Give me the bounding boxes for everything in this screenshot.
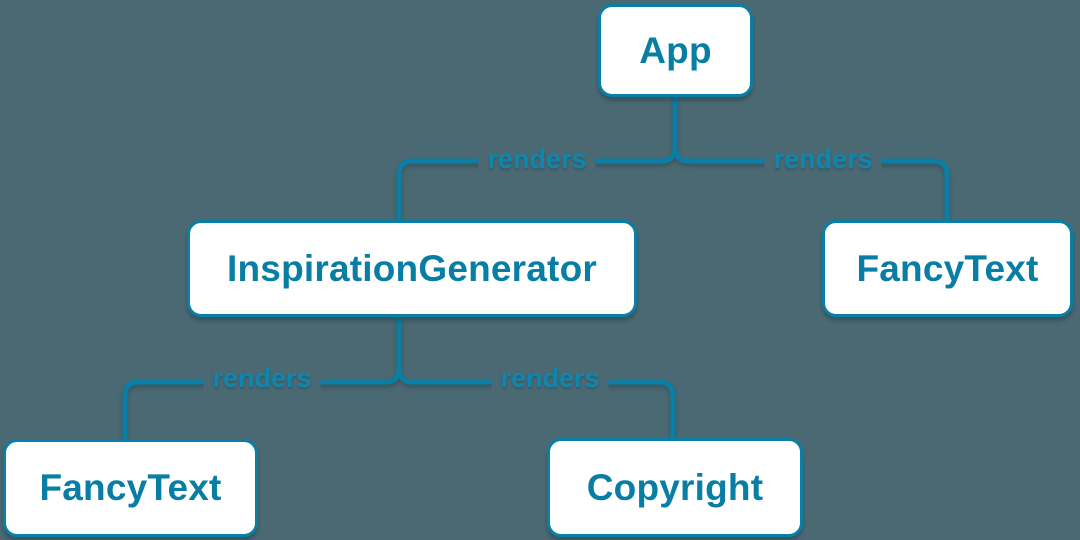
- node-fancy-text-bottom-left: FancyText: [3, 439, 258, 537]
- node-copyright: Copyright: [547, 438, 803, 537]
- edge-inspirationgenerator-to-copyright: [396, 367, 676, 439]
- node-inspiration-generator: InspirationGenerator: [187, 220, 637, 317]
- edge-app-to-fancytext: [672, 146, 950, 221]
- edge-label-renders-inspirationgenerator-copyright: renders: [491, 364, 609, 392]
- node-app: App: [598, 4, 753, 97]
- edge-label-renders-app-inspirationgenerator: renders: [478, 145, 596, 173]
- edge-label-renders-app-fancytext: renders: [764, 145, 882, 173]
- node-fancy-text-top-right: FancyText: [822, 220, 1073, 317]
- edge-label-renders-inspirationgenerator-fancytext: renders: [203, 364, 321, 392]
